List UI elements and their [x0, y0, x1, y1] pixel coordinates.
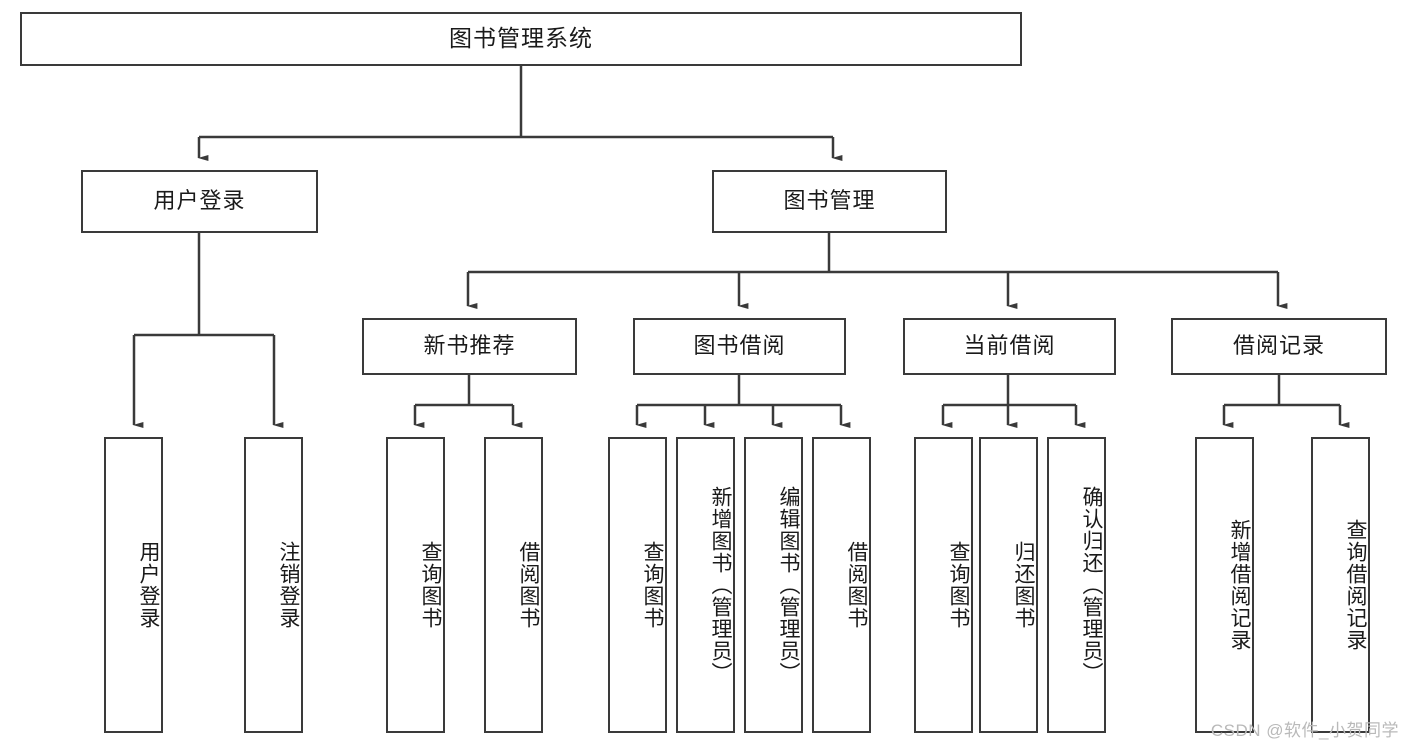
- node-label: 编辑图书（管理员）: [777, 486, 800, 684]
- node-borrow-record[interactable]: 借阅记录: [1171, 318, 1387, 375]
- leaf-record-query-record[interactable]: 查询借阅记录: [1311, 437, 1370, 733]
- leaf-user-login-signin[interactable]: 用户登录: [104, 437, 163, 733]
- node-book-borrow[interactable]: 图书借阅: [633, 318, 846, 375]
- leaf-user-login-signout[interactable]: 注销登录: [244, 437, 303, 733]
- leaf-borrow-add-book-admin[interactable]: 新增图书（管理员）: [676, 437, 735, 733]
- node-label: 确认归还（管理员）: [1080, 486, 1103, 684]
- node-label: 借阅图书: [845, 541, 868, 629]
- node-current-borrow[interactable]: 当前借阅: [903, 318, 1116, 375]
- leaf-record-add-record[interactable]: 新增借阅记录: [1195, 437, 1254, 733]
- node-label: 归还图书: [1012, 541, 1035, 629]
- leaf-borrow-edit-book-admin[interactable]: 编辑图书（管理员）: [744, 437, 803, 733]
- node-label: 用户登录: [137, 541, 160, 629]
- node-label: 图书借阅: [693, 333, 786, 359]
- node-new-book-recommend[interactable]: 新书推荐: [362, 318, 577, 375]
- node-label: 新书推荐: [423, 333, 516, 359]
- leaf-current-confirm-return-admin[interactable]: 确认归还（管理员）: [1047, 437, 1106, 733]
- leaf-recommend-borrow-book[interactable]: 借阅图书: [484, 437, 543, 733]
- node-label: 图书管理: [783, 188, 876, 214]
- node-root-system[interactable]: 图书管理系统: [20, 12, 1022, 66]
- node-label: 用户登录: [153, 188, 246, 214]
- node-label: 查询借阅记录: [1344, 519, 1367, 651]
- node-user-login[interactable]: 用户登录: [81, 170, 318, 233]
- node-label: 新增借阅记录: [1228, 519, 1251, 651]
- node-label: 图书管理系统: [449, 25, 593, 52]
- node-label: 借阅图书: [517, 541, 540, 629]
- node-label: 当前借阅: [963, 333, 1056, 359]
- node-label: 查询图书: [641, 541, 664, 629]
- node-label: 查询图书: [419, 541, 442, 629]
- leaf-current-return-book[interactable]: 归还图书: [979, 437, 1038, 733]
- leaf-borrow-query-book[interactable]: 查询图书: [608, 437, 667, 733]
- node-label: 查询图书: [947, 541, 970, 629]
- node-label: 注销登录: [277, 541, 300, 629]
- leaf-current-query-book[interactable]: 查询图书: [914, 437, 973, 733]
- node-label: 新增图书（管理员）: [709, 486, 732, 684]
- leaf-borrow-borrow-book[interactable]: 借阅图书: [812, 437, 871, 733]
- node-label: 借阅记录: [1232, 333, 1325, 359]
- csdn-watermark: CSDN @软件_小贺同学: [1210, 721, 1399, 740]
- leaf-recommend-query-book[interactable]: 查询图书: [386, 437, 445, 733]
- node-book-management[interactable]: 图书管理: [712, 170, 947, 233]
